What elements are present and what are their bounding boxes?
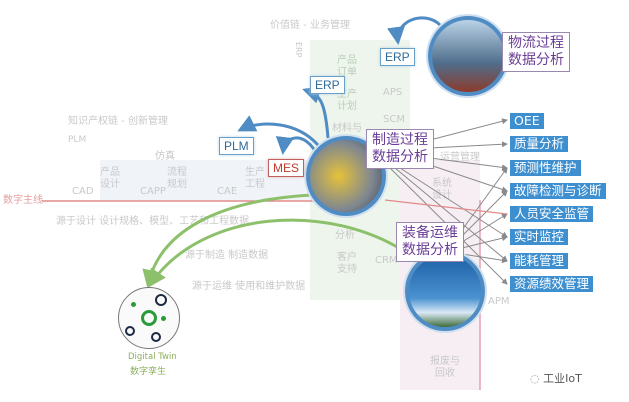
crm: CRM [375, 255, 398, 266]
apm: APM [488, 296, 510, 307]
from-mfg: 源于制造 制造数据 [185, 250, 269, 261]
aps: APS [383, 87, 403, 98]
material: 材料与 [332, 123, 362, 134]
analysis: 分析 [335, 230, 355, 241]
arrow-to-plm [237, 115, 324, 151]
mes-box: MES [268, 159, 305, 177]
simulation: 仿真 [155, 151, 175, 162]
production-plan: 生产计划 [337, 89, 357, 112]
plm-faint: PLM [68, 135, 87, 145]
arrow-to-erp-top [387, 16, 442, 45]
cae: CAE [217, 186, 238, 197]
erp-mid-box: ERP [310, 76, 345, 94]
app-safety: 人员安全监管 [510, 206, 594, 222]
watermark: ◌ 工业IoT [530, 372, 582, 385]
app-resource: 资源绩效管理 [510, 276, 594, 292]
erp-top-box: ERP [380, 48, 415, 66]
customer-support: 客户支持 [337, 252, 357, 275]
retire: 报废与回收 [430, 356, 460, 379]
product-design: 产品设计 [100, 167, 120, 190]
app-fault: 故障检测与诊断 [510, 183, 606, 199]
capp: CAPP [140, 186, 166, 197]
digital-twin-zh: 数字孪生 [130, 367, 167, 377]
wind-turbine-image [405, 251, 485, 331]
app-energy: 能耗管理 [510, 253, 569, 269]
process-plan: 流程规划 [167, 167, 187, 190]
scm: SCM [383, 114, 405, 125]
manufacturing-analysis-label: 制造过程数据分析 [366, 129, 434, 169]
plm-box: PLM [219, 137, 254, 155]
from-design: 源于设计 设计规格、模型、工艺和工程数据 [56, 216, 250, 227]
logistics-analysis-label: 物流过程数据分析 [502, 32, 570, 72]
app-predictive: 预测性维护 [510, 160, 581, 176]
erp-vertical: ERP [294, 42, 303, 58]
app-oee: OEE [510, 113, 544, 129]
app-monitor: 实时监控 [510, 229, 569, 245]
digital-thread-label: 数字主线 [3, 195, 43, 206]
ops-mgmt: 运营管理 [440, 152, 480, 163]
cad: CAD [72, 186, 94, 197]
product-order: 产品订单 [337, 55, 357, 78]
ip-chain-label: 知识产权链 - 创新管理 [68, 116, 168, 127]
from-ops: 源于运维 使用和维护数据 [192, 281, 306, 292]
wechat-icon: ◌ [530, 372, 540, 385]
digital-twin-icon [118, 287, 180, 349]
production-eng: 生产工程 [245, 167, 265, 190]
app-quality: 质量分析 [510, 136, 569, 152]
arrow-mfg-to-twin [142, 193, 313, 288]
arrow-ops-to-twin [148, 218, 411, 288]
value-chain-label: 价值链 - 业务管理 [270, 20, 350, 31]
equipment-analysis-label: 装备运维数据分析 [396, 222, 464, 262]
logistics-ship-image [428, 16, 508, 96]
digital-twin-en: Digital Twin [128, 352, 177, 362]
arrow-to-erp [302, 86, 330, 139]
